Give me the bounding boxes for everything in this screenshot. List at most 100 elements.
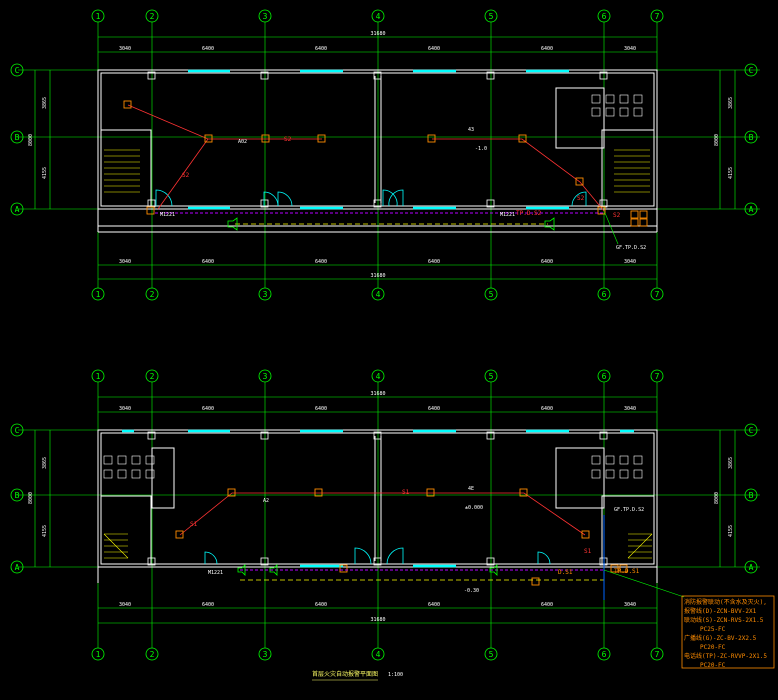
dim-right-b: 8000	[714, 134, 720, 146]
axis-col-3-d: 3	[263, 650, 268, 659]
dim-seg-5-c: 6400	[541, 406, 553, 412]
dim-seg-6: 3040	[624, 46, 636, 52]
dim-seg-6-c: 3040	[624, 406, 636, 412]
axis-col-6-b: 6	[602, 290, 607, 299]
dim-seg-1-b: 3040	[119, 259, 131, 265]
legend-line-3: 联动线(S)-ZCN-RVS-2X1.5	[684, 616, 764, 624]
dim-left-b-2: 8000	[28, 492, 34, 504]
axis-row-a-2r: A	[749, 563, 754, 572]
axis-row-b: B	[15, 133, 20, 142]
axis-row-a-r: A	[749, 205, 754, 214]
axis-col-4: 4	[376, 12, 381, 21]
num-a-bottom: A2	[263, 498, 269, 504]
axis-col-2-c: 2	[150, 372, 155, 381]
dim-seg-4: 6400	[428, 46, 440, 52]
axis-markers-bottom-lower: 1 2 3 4 5 6 7	[91, 647, 664, 661]
dim-total-d: 31680	[370, 617, 385, 623]
axis-col-1-c: 1	[96, 372, 101, 381]
dim-seg-2-d: 6400	[202, 602, 214, 608]
legend-line-4: PC25-FC	[700, 626, 726, 633]
axis-row-b-r: B	[749, 133, 754, 142]
num-b-bottom: 4E	[468, 486, 474, 492]
dim-total: 31680	[370, 31, 385, 37]
dim-seg-3: 6400	[315, 46, 327, 52]
leader-line-top	[604, 212, 619, 245]
stairs-top	[104, 149, 650, 193]
axis-col-2-b: 2	[150, 290, 155, 299]
walls-bottom	[97, 429, 658, 583]
dim-seg-4-b: 6400	[428, 259, 440, 265]
tp-main-label-bottom: TP.D.S1	[614, 568, 640, 575]
dim-seg-5-d: 6400	[541, 602, 553, 608]
walls-top	[97, 69, 658, 233]
doors-top	[155, 189, 587, 207]
legend-line-7: 电话线(TP)-ZC-RVVP-2X1.5	[684, 652, 767, 660]
speakers-top	[227, 217, 555, 231]
axis-col-5-b: 5	[489, 290, 494, 299]
dim-right-c-2: 4155	[728, 525, 734, 537]
door-label-left-top: M1221	[160, 212, 175, 218]
caption-scale: 1:100	[388, 672, 403, 678]
dim-seg-5-b: 6400	[541, 259, 553, 265]
dim-seg-2-b: 6400	[202, 259, 214, 265]
tp-side-label-bottom: GF.TP.D.S2	[614, 507, 644, 513]
dim-total-c: 31680	[370, 391, 385, 397]
axis-col-3: 3	[263, 12, 268, 21]
legend-line-6: PC20-FC	[700, 644, 726, 651]
labels-bottom: TP.D.S1 GF.TP.D.S2 D.S1 S1 S1 S1 ±0.000 …	[190, 486, 644, 594]
floor-plan-bottom: 1 2 3 4 5 6 7 1 2 3 4 5 6 7	[10, 369, 760, 661]
axis-col-6-c: 6	[602, 372, 607, 381]
speakers-bottom	[237, 564, 498, 576]
axis-markers-bottom-upper: 1 2 3 4 5 6 7	[91, 369, 664, 383]
door-label-right-top: M1221	[500, 212, 515, 218]
legend-line-1: 消防报警联动(不含水及灭火),	[684, 598, 767, 606]
door-label-bottom: M1221	[208, 570, 223, 576]
axis-col-6: 6	[602, 12, 607, 21]
leader-line-bottom	[603, 569, 685, 598]
dim-seg-2-c: 6400	[202, 406, 214, 412]
axis-col-2-d: 2	[150, 650, 155, 659]
axis-col-6-d: 6	[602, 650, 607, 659]
axis-row-c: C	[15, 66, 20, 75]
axis-col-4-c: 4	[376, 372, 381, 381]
axis-row-c-r: C	[749, 66, 754, 75]
dim-seg-3-d: 6400	[315, 602, 327, 608]
toilets-bottom	[103, 455, 643, 479]
tag-s2-b: S2	[182, 172, 190, 179]
doors-bottom	[204, 547, 551, 565]
axis-col-1-d: 1	[96, 650, 101, 659]
axis-row-c-2: C	[15, 426, 20, 435]
caption-title: 首层火灾自动报警平面图	[312, 670, 378, 678]
dim-seg-4-c: 6400	[428, 406, 440, 412]
axis-col-2: 2	[150, 12, 155, 21]
elev-b-bottom: -0.30	[464, 588, 479, 594]
dim-seg-3-b: 6400	[315, 259, 327, 265]
axis-col-1: 1	[96, 12, 101, 21]
legend-box: 消防报警联动(不含水及灭火), 报警线(D)-ZCN-BVV-2X1 联动线(S…	[681, 595, 775, 669]
axis-row-b-2r: B	[749, 491, 754, 500]
num-a-top: A02	[238, 139, 247, 145]
dim-seg-6-b: 3040	[624, 259, 636, 265]
windows-top	[188, 69, 569, 210]
axis-col-5-c: 5	[489, 372, 494, 381]
axis-col-4-b: 4	[376, 290, 381, 299]
dim-left-a: 3865	[42, 97, 48, 109]
axis-row-b-2: B	[15, 491, 20, 500]
axis-col-5-d: 5	[489, 650, 494, 659]
tp-side-label-top: GF.TP.D.S2	[616, 245, 646, 251]
dim-left-a-2: 3865	[42, 457, 48, 469]
legend-line-8: PC20-FC	[700, 662, 726, 669]
stairs-bottom	[103, 533, 653, 559]
axis-row-markers-bottom: C B A C B A	[10, 423, 758, 574]
dim-left-c-2: 4155	[42, 525, 48, 537]
tag-s2-d: S2	[613, 212, 621, 219]
bus-label-bottom: D.S1	[558, 569, 573, 576]
axis-markers-top-upper: 1 2 3 4 5 6 7	[91, 9, 664, 23]
tag-s1-c: S1	[584, 548, 592, 555]
dim-seg-2: 6400	[202, 46, 214, 52]
dimensions-top: 3040 6400 6400 6400 6400 3040 31680 3040…	[28, 31, 734, 279]
toilets-top	[591, 94, 643, 117]
detectors-bottom	[175, 488, 628, 586]
axis-col-5: 5	[489, 12, 494, 21]
dim-seg-6-d: 3040	[624, 602, 636, 608]
